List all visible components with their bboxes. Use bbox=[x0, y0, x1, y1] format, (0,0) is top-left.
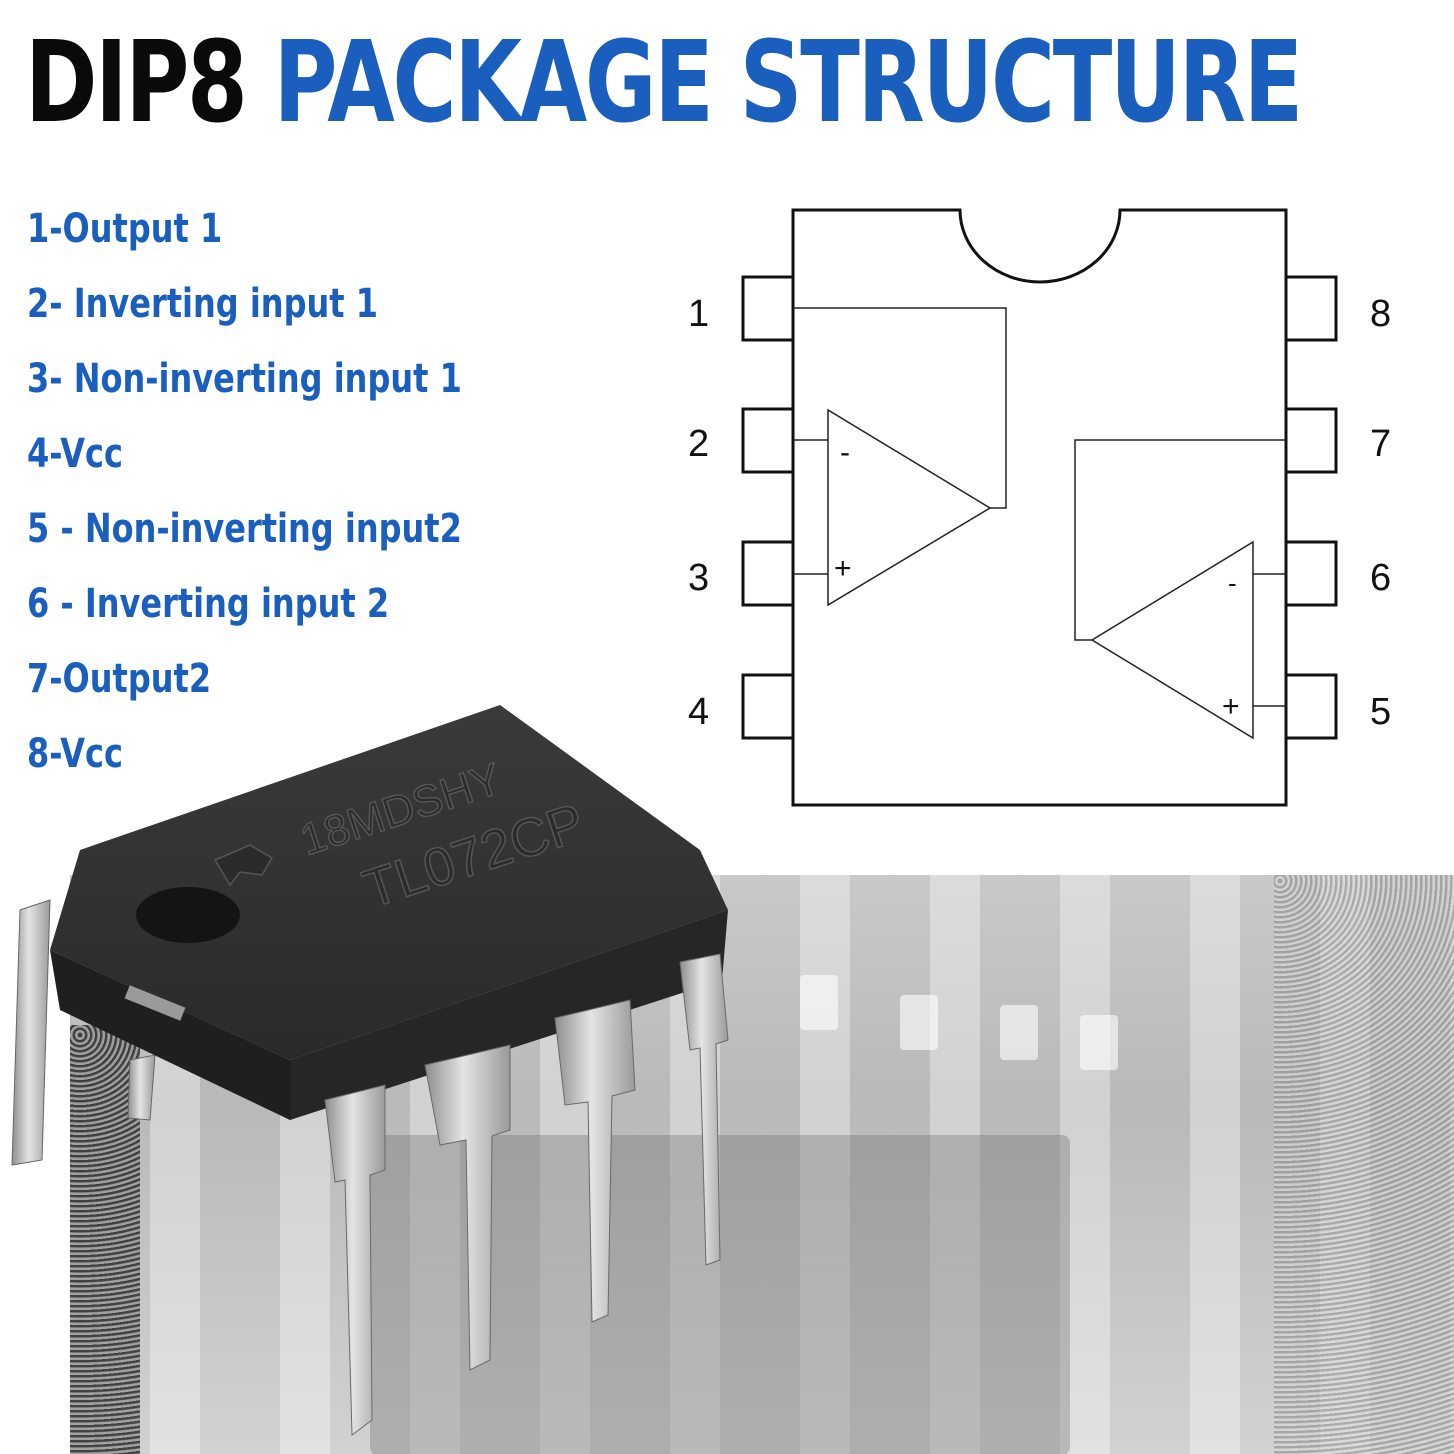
chip-body-front bbox=[50, 950, 290, 1120]
chip-pin-back bbox=[127, 1054, 156, 1121]
ti-logo-icon bbox=[213, 844, 274, 887]
opamp-2-triangle bbox=[1090, 540, 1254, 740]
pin-number-5: 5 bbox=[1370, 691, 1391, 733]
pin-number-2: 2 bbox=[688, 423, 709, 465]
pin-pad-5 bbox=[1284, 673, 1338, 740]
pin-pad-2 bbox=[741, 407, 795, 474]
opamp-1-triangle bbox=[827, 408, 992, 607]
chip-pin-4 bbox=[679, 953, 729, 1266]
chip-pin-back bbox=[11, 899, 51, 1166]
chip-photo: 18MDSHY TL072CP bbox=[11, 705, 729, 1436]
background-pad bbox=[1080, 1015, 1118, 1070]
background-pad bbox=[900, 995, 938, 1050]
chip-body-side bbox=[290, 910, 728, 1120]
opamp-2-output-wire bbox=[1074, 439, 1286, 641]
pin-number-8: 8 bbox=[1370, 293, 1391, 335]
pin-pad-6 bbox=[1284, 540, 1338, 607]
pin-pad-4 bbox=[741, 673, 795, 740]
opamp-2-plus: + bbox=[1222, 690, 1240, 723]
pin-number-4: 4 bbox=[688, 691, 709, 733]
pin-description-list: 1-Output 1 2- Inverting input 1 3- Non-i… bbox=[27, 192, 571, 792]
opamp-1-output-wire bbox=[793, 307, 1007, 509]
pin-number-6: 6 bbox=[1370, 557, 1391, 599]
pin-pad-8 bbox=[1284, 275, 1338, 342]
pin-description-6: 6 - Inverting input 2 bbox=[27, 581, 390, 627]
pin-number-1: 1 bbox=[688, 293, 709, 335]
background-pad bbox=[800, 975, 838, 1030]
page-title: DIP8 PACKAGE STRUCTURE bbox=[25, 18, 1304, 148]
chip-pin-2 bbox=[424, 1044, 511, 1371]
pin-description-4: 4-Vcc bbox=[27, 431, 123, 477]
pin-description-5: 5 - Non-inverting input2 bbox=[27, 506, 462, 552]
opamp-1-plus: + bbox=[834, 552, 852, 585]
pin-description-7: 7-Output2 bbox=[27, 656, 212, 702]
pinout-schematic: - + - + 1 2 3 4 8 7 6 5 bbox=[688, 208, 1391, 807]
pin-pad-7 bbox=[1284, 407, 1338, 474]
pin-description-3: 3- Non-inverting input 1 bbox=[27, 356, 462, 402]
pin-pad-1 bbox=[741, 275, 795, 342]
pin-description-8: 8-Vcc bbox=[27, 731, 123, 777]
opamp-2-minus: - bbox=[1228, 568, 1237, 598]
package-outline bbox=[791, 208, 1288, 807]
background-texture-right bbox=[1274, 875, 1454, 1454]
chip-pin-3 bbox=[554, 999, 636, 1323]
pin-number-3: 3 bbox=[688, 557, 709, 599]
title-package-structure: PACKAGE STRUCTURE bbox=[273, 18, 1304, 148]
pin-description-2: 2- Inverting input 1 bbox=[27, 281, 378, 327]
opamp-1-minus: - bbox=[840, 436, 850, 469]
pin-number-7: 7 bbox=[1370, 423, 1391, 465]
pin-pad-3 bbox=[741, 540, 795, 607]
chip-body-top bbox=[50, 705, 728, 1060]
title-dip8: DIP8 bbox=[25, 18, 248, 148]
chip-notch bbox=[136, 887, 240, 943]
background-board-image bbox=[70, 875, 1454, 1454]
chip-pin-1 bbox=[324, 1084, 386, 1436]
chip-edge-mark bbox=[124, 985, 186, 1021]
pin-description-1: 1-Output 1 bbox=[27, 206, 223, 252]
background-pad bbox=[1000, 1005, 1038, 1060]
